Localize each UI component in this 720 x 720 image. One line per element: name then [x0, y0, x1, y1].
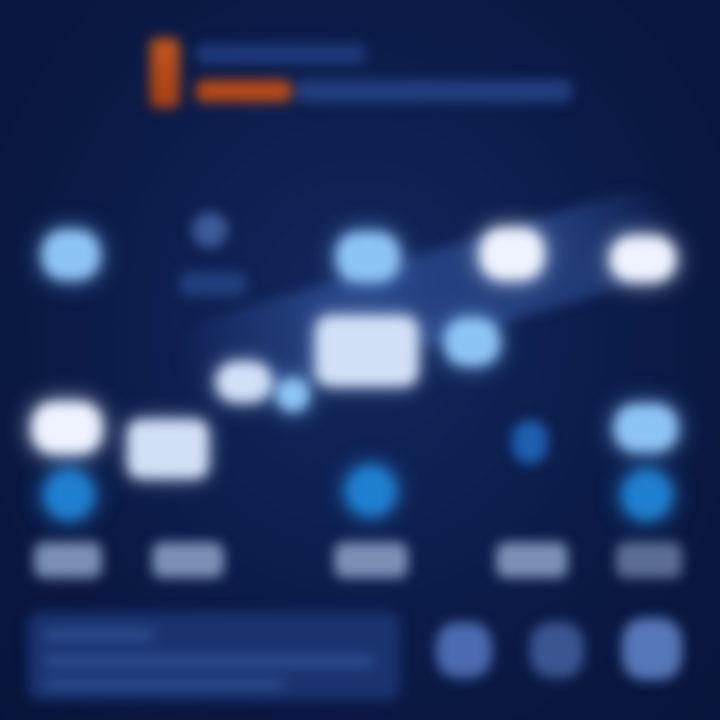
node-10	[614, 404, 678, 452]
bottom-icon-2	[530, 622, 584, 678]
node-3	[480, 228, 544, 280]
title-line-2	[296, 80, 572, 102]
document-icon	[128, 420, 208, 478]
node-5	[444, 318, 500, 366]
person-label	[180, 272, 246, 296]
bottom-line-2	[44, 654, 374, 668]
person-icon	[192, 212, 228, 248]
bottom-line-1	[44, 628, 154, 642]
dot-3	[622, 470, 672, 520]
bottom-icon-3	[622, 618, 682, 680]
label-4	[496, 542, 568, 578]
node-6	[216, 362, 272, 402]
logo-icon	[150, 38, 180, 108]
title-line-2-highlight	[196, 80, 292, 102]
central-screen-icon	[316, 316, 418, 386]
bottom-icon-1	[436, 622, 492, 678]
bottom-line-3	[44, 678, 284, 690]
title-line-1	[196, 44, 366, 64]
node-7	[276, 378, 310, 412]
dot-2	[346, 466, 396, 516]
label-3	[334, 542, 408, 578]
node-9	[512, 420, 548, 464]
node-8	[32, 402, 102, 454]
label-5	[616, 542, 682, 578]
dot-1	[44, 470, 94, 520]
label-2	[152, 542, 224, 578]
label-1	[34, 542, 102, 578]
node-2	[336, 232, 400, 282]
node-4	[610, 236, 676, 282]
node-1	[42, 230, 100, 280]
